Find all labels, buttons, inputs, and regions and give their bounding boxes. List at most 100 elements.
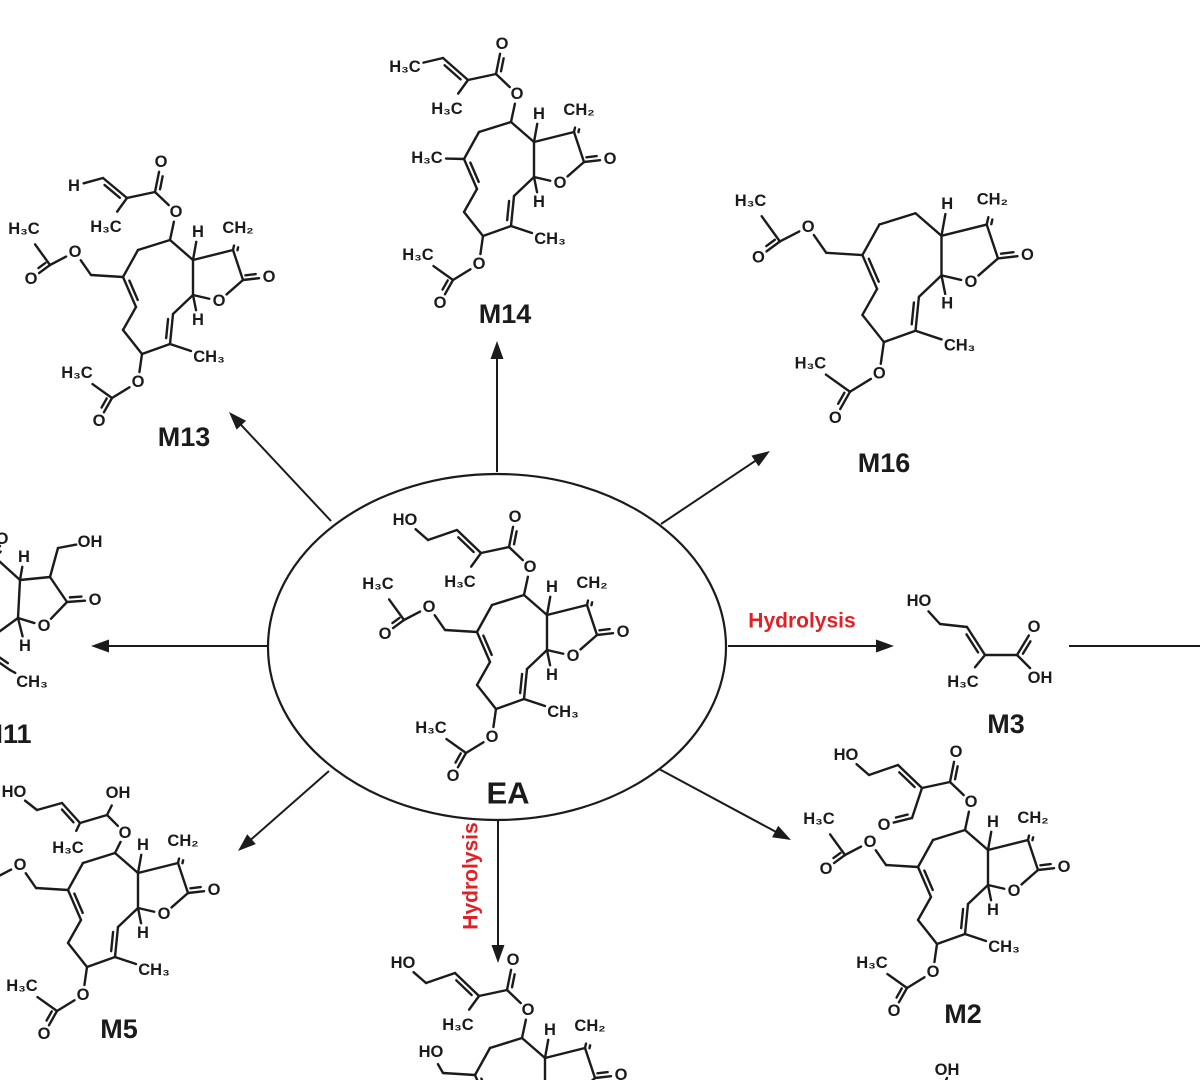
bond	[933, 942, 939, 964]
atom-label-h: H	[987, 813, 999, 831]
bond	[986, 883, 993, 902]
bond	[443, 628, 479, 634]
bond	[83, 965, 89, 987]
bond	[917, 274, 943, 299]
bond	[1026, 838, 1040, 872]
bond	[475, 630, 492, 664]
atom-label-o: O	[38, 1025, 51, 1043]
atom-label-h3c: H₃C	[442, 1016, 474, 1034]
atom-label-ho: HO	[391, 954, 416, 972]
bond	[66, 941, 89, 969]
bond	[18, 575, 52, 582]
bond-double	[455, 979, 473, 997]
bond-double	[836, 391, 846, 405]
bond	[522, 697, 547, 708]
atom-label-ch3: CH₃	[534, 230, 565, 248]
atom-label-o: O	[93, 412, 106, 430]
bond	[892, 816, 914, 824]
bond	[940, 274, 947, 296]
arrow-head	[876, 639, 894, 653]
bond-double	[585, 154, 598, 159]
bond	[16, 578, 22, 620]
bond	[905, 976, 926, 990]
atom-label-ch3: CH₃	[988, 938, 1019, 956]
bond-double	[965, 633, 980, 654]
bond	[105, 804, 113, 817]
atom-label-h: H	[987, 901, 999, 919]
bond	[509, 102, 517, 124]
bond	[896, 763, 924, 790]
bond	[874, 849, 888, 867]
bond	[545, 648, 552, 667]
bond-double	[60, 808, 75, 824]
atom-label-h3c: H₃C	[803, 810, 835, 828]
bond	[168, 342, 193, 353]
atom-label-o: O	[208, 881, 221, 899]
bond	[812, 233, 828, 254]
bond-double	[457, 536, 475, 554]
bond	[488, 1036, 524, 1050]
bond	[49, 600, 69, 620]
bond	[595, 631, 615, 637]
bond	[910, 786, 924, 820]
bond	[848, 377, 873, 393]
bond	[884, 863, 920, 869]
atom-label-h3c: H₃C	[795, 355, 827, 373]
atom-label-h: H	[546, 578, 558, 596]
bond	[0, 661, 12, 672]
bond	[505, 988, 522, 1005]
bond	[916, 895, 933, 922]
atom-label-o: O	[447, 767, 460, 785]
bond	[56, 543, 78, 550]
bond	[464, 741, 485, 755]
atom-label-h: H	[544, 1021, 556, 1039]
bond	[462, 210, 485, 238]
atom-label-h3c: H₃C	[411, 149, 443, 167]
atom-label-o: O	[878, 816, 891, 834]
bond	[455, 528, 483, 555]
bond	[225, 278, 245, 296]
atom-label-ho: HO	[834, 746, 859, 764]
bond	[760, 215, 782, 243]
bond	[121, 328, 144, 356]
bond	[136, 853, 143, 875]
label-ea: EA	[486, 776, 529, 811]
atom-label-o: O	[132, 373, 145, 391]
atom-label-h: H	[68, 177, 80, 195]
bond	[153, 170, 161, 194]
bond	[490, 593, 526, 607]
bond	[593, 1074, 613, 1080]
label-m3: M3	[987, 709, 1025, 739]
bond-double	[236, 246, 240, 252]
bond	[985, 216, 990, 226]
atom-label-o: O	[820, 860, 833, 878]
bond	[579, 633, 599, 651]
molecule-bottom-right-partial: OHCH₂	[935, 1061, 1024, 1080]
bond	[532, 175, 539, 194]
bond	[0, 616, 20, 633]
bond	[110, 386, 131, 400]
bond	[121, 248, 140, 279]
bond-double	[128, 279, 139, 302]
bond	[532, 122, 539, 144]
bond	[81, 851, 117, 865]
atom-label-ho: HO	[419, 1043, 444, 1061]
bond	[48, 575, 69, 604]
atom-label-oh: OH	[78, 533, 103, 551]
bond	[121, 305, 138, 332]
bond-double	[518, 672, 524, 695]
atom-label-o: O	[69, 243, 82, 261]
bond	[839, 390, 852, 411]
atom-label-h3c: H₃C	[362, 575, 394, 593]
bond	[16, 616, 36, 625]
bond	[23, 799, 39, 812]
bond	[963, 828, 990, 852]
bond-double	[482, 634, 493, 657]
atom-label-o: O	[604, 150, 617, 168]
bond	[916, 918, 939, 946]
atom-label-h3c: H₃C	[856, 954, 888, 972]
bond	[505, 968, 513, 992]
bond	[168, 238, 195, 262]
bond-double	[103, 183, 122, 199]
